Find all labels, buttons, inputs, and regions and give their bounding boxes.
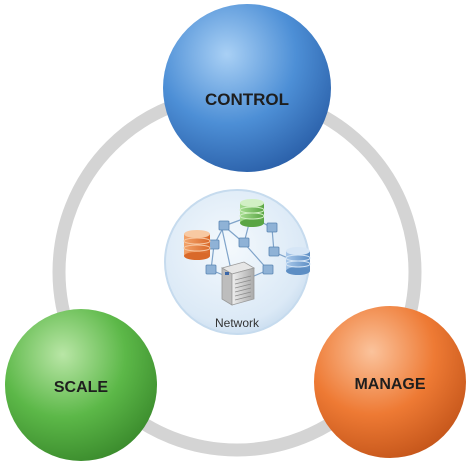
database-icon-blue xyxy=(285,247,311,275)
database-icon-green xyxy=(239,199,265,227)
control-node[interactable]: CONTROL xyxy=(163,4,331,172)
manage-label: MANAGE xyxy=(354,376,425,393)
network-label: Network xyxy=(215,316,260,330)
server-icon xyxy=(220,261,256,306)
scale-node[interactable]: SCALE xyxy=(5,309,157,461)
network-switches xyxy=(205,220,280,275)
manage-node[interactable]: MANAGE xyxy=(314,306,466,458)
control-label: CONTROL xyxy=(205,90,289,109)
scale-label: SCALE xyxy=(54,379,109,396)
database-icon-orange xyxy=(183,230,211,260)
network-hub: Network xyxy=(164,189,311,335)
